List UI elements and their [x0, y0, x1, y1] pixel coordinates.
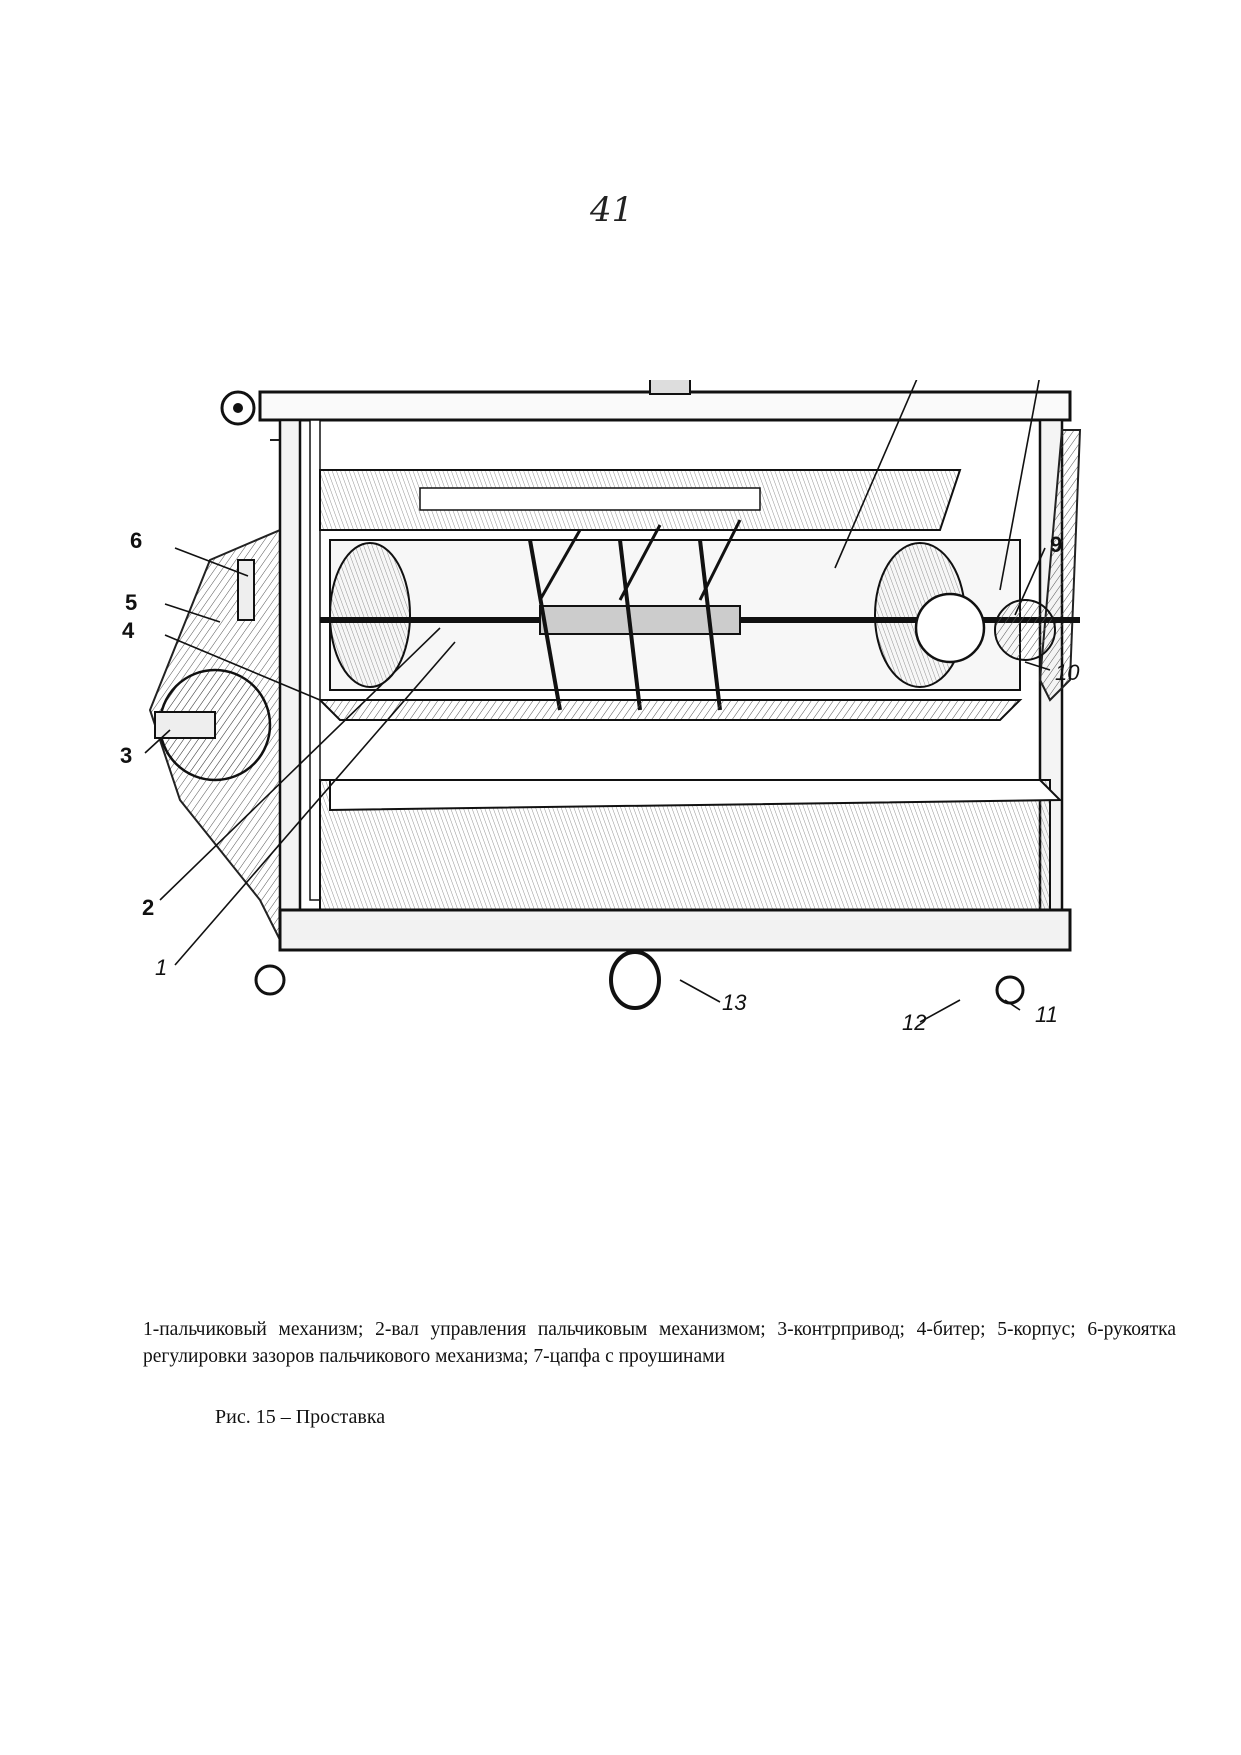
- finger-rod: [698, 539, 722, 711]
- left-bottom-mount: [254, 964, 286, 996]
- illustration-svg: 6 5 4 3 2 1 7 8 9 10 11 12 13: [120, 380, 1082, 1035]
- finger-rod: [528, 539, 562, 711]
- bottom-beam: [278, 908, 1072, 952]
- lug-hole: [233, 403, 243, 413]
- callout-6: 6: [130, 528, 142, 553]
- right-drive-pulley: [914, 592, 986, 664]
- right-bottom-mount: [995, 975, 1025, 1005]
- adjustment-handle: [237, 559, 255, 621]
- page-number: 41: [590, 190, 634, 230]
- finger-rod: [698, 519, 742, 601]
- callout-4: 4: [122, 618, 135, 643]
- leader-lines: [144, 380, 1051, 1023]
- finger-rod: [538, 529, 582, 601]
- callout-3: 3: [120, 743, 132, 768]
- machine-illustration: 6 5 4 3 2 1 7 8 9 10 11 12 13: [120, 380, 1210, 1160]
- drive-shaft-stub: [154, 711, 216, 739]
- right-drive-gear: [994, 599, 1056, 661]
- callout-2: 2: [142, 895, 154, 920]
- callout-13: 13: [722, 990, 747, 1015]
- lower-trough: [317, 699, 1023, 721]
- lower-shelf: [329, 779, 1063, 812]
- drum-end-left: [329, 542, 411, 688]
- callout-12: 12: [902, 1010, 926, 1035]
- callout-10: 10: [1055, 660, 1080, 685]
- left-frame-post: [278, 418, 302, 922]
- bottom-eye-lug: [609, 950, 661, 1010]
- figure-caption: Рис. 15 – Проставка: [215, 1406, 386, 1428]
- top-lug: [649, 380, 691, 395]
- upper-window: [419, 487, 761, 511]
- callout-1: 1: [155, 955, 167, 980]
- figure-legend: 1-пальчиковый механизм; 2-вал управления…: [143, 1319, 1176, 1367]
- inner-left-post: [309, 419, 321, 901]
- top-beam: [258, 390, 1072, 422]
- callout-9: 9: [1050, 532, 1062, 557]
- finger-rod: [618, 524, 662, 601]
- callout-11: 11: [1035, 1002, 1058, 1027]
- callout-5: 5: [125, 590, 137, 615]
- finger-rod: [618, 539, 642, 711]
